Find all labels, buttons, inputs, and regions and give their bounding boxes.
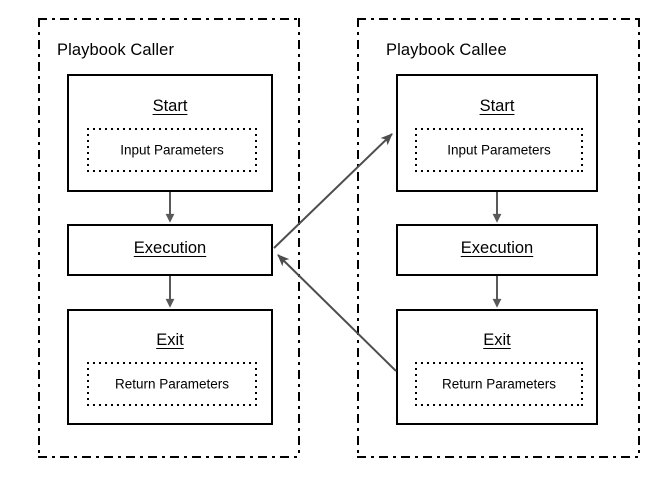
- node-caller-exit[interactable]: Exit Return Parameters: [67, 309, 273, 425]
- lane-border-bottom: [38, 456, 300, 458]
- swimlane-title-caller: Playbook Caller: [57, 41, 175, 59]
- param-border-top: [415, 128, 583, 130]
- node-title-caller-exit: Exit: [156, 331, 184, 349]
- param-box-callee-return: Return Parameters: [415, 362, 583, 406]
- lane-border-top: [357, 18, 640, 20]
- param-label-callee-input: Input Parameters: [447, 142, 551, 158]
- param-label-caller-input: Input Parameters: [120, 142, 224, 158]
- param-border-bottom: [87, 404, 257, 406]
- lane-border-right: [638, 18, 640, 458]
- node-caller-execution[interactable]: Execution: [67, 224, 273, 276]
- param-label-callee-return: Return Parameters: [441, 376, 557, 392]
- node-title-caller-start: Start: [152, 97, 188, 115]
- lane-border-top: [38, 18, 300, 20]
- param-border-right: [255, 362, 257, 406]
- node-title-caller-execution: Execution: [133, 239, 207, 257]
- node-callee-exit[interactable]: Exit Return Parameters: [396, 309, 598, 425]
- param-border-bottom: [87, 170, 257, 172]
- lane-border-bottom: [357, 456, 640, 458]
- node-caller-start[interactable]: Start Input Parameters: [67, 74, 273, 192]
- param-border-left: [87, 128, 89, 172]
- param-box-callee-input: Input Parameters: [415, 128, 583, 172]
- node-callee-execution[interactable]: Execution: [396, 224, 598, 276]
- param-border-right: [255, 128, 257, 172]
- lane-border-left: [357, 18, 359, 458]
- node-callee-start[interactable]: Start Input Parameters: [396, 74, 598, 192]
- param-border-top: [415, 362, 583, 364]
- param-border-bottom: [415, 170, 583, 172]
- param-border-left: [415, 362, 417, 406]
- node-title-callee-start: Start: [479, 97, 515, 115]
- param-box-caller-input: Input Parameters: [87, 128, 257, 172]
- param-border-left: [415, 128, 417, 172]
- param-border-right: [581, 128, 583, 172]
- param-label-caller-return: Return Parameters: [114, 376, 230, 392]
- param-border-bottom: [415, 404, 583, 406]
- param-border-left: [87, 362, 89, 406]
- lane-border-left: [38, 18, 40, 458]
- node-title-callee-execution: Execution: [460, 239, 534, 257]
- param-border-top: [87, 362, 257, 364]
- param-border-top: [87, 128, 257, 130]
- lane-border-right: [298, 18, 300, 458]
- param-box-caller-return: Return Parameters: [87, 362, 257, 406]
- swimlane-title-callee: Playbook Callee: [386, 41, 507, 59]
- node-title-callee-exit: Exit: [483, 331, 511, 349]
- param-border-right: [581, 362, 583, 406]
